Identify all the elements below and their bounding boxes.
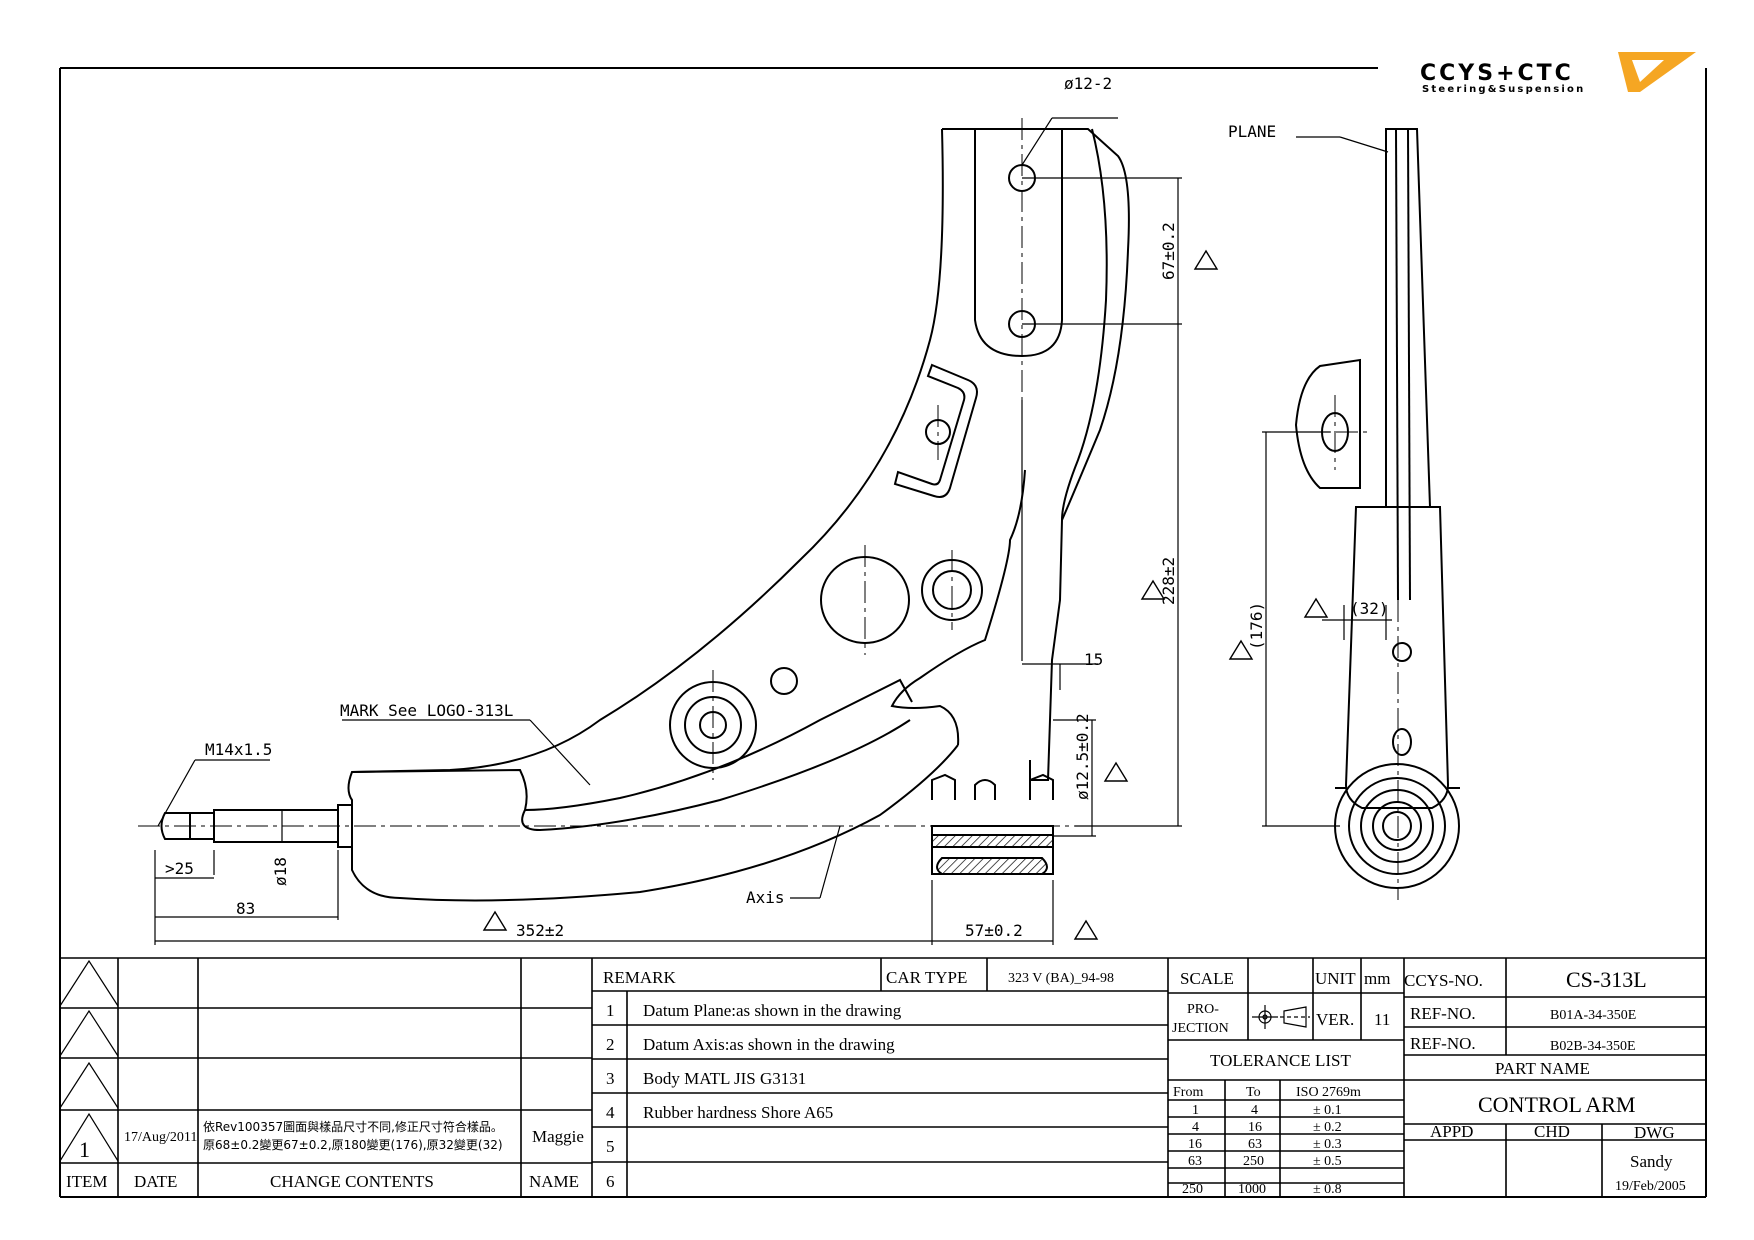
tol-value: ± 0.3 [1313,1137,1342,1152]
tol-from: 63 [1188,1154,1202,1169]
dwg-date: 19/Feb/2005 [1615,1179,1686,1194]
plane-label: PLANE [1228,122,1276,141]
revision-change-line2: 原68±0.2變更67±0.2,原180變更(176),原32變更(32) [203,1137,503,1152]
projection-label-2: JECTION [1172,1021,1229,1036]
tol-to: 63 [1248,1137,1262,1152]
ref-label-1: REF-NO. [1410,1004,1476,1023]
projection-label: PRO- [1187,1002,1219,1017]
mark-note-label: MARK See LOGO-313L [340,701,513,720]
dimension-lines [154,117,1182,945]
dim-15-label: 15 [1084,650,1103,669]
centerlines [138,118,1075,827]
tol-value: ± 0.5 [1313,1154,1342,1169]
tol-header-iso: ISO 2769m [1296,1085,1361,1100]
appd-label: APPD [1430,1122,1473,1141]
tol-value: ± 0.1 [1313,1103,1342,1118]
tol-header-to: To [1246,1085,1261,1100]
company-logo: CCYS+CTC Steering&Suspension [1420,52,1696,95]
tol-to: 4 [1251,1103,1258,1118]
header-date: DATE [134,1172,177,1191]
chd-label: CHD [1534,1122,1570,1141]
ver-value: 11 [1374,1010,1390,1029]
ccys-no-value: CS-313L [1566,967,1647,992]
title-block-texts: REMARK CAR TYPE 323 V (BA)_94-98 1 Datum… [66,967,1686,1197]
dim-32-label: (32) [1350,599,1389,618]
dwg-label: DWG [1634,1123,1675,1142]
remark-label: REMARK [603,968,676,987]
ref-value-1: B01A-34-350E [1550,1008,1636,1023]
header-name: NAME [529,1172,579,1191]
ccys-no-label: CCYS-NO. [1404,971,1483,990]
thread-label: M14x1.5 [205,740,272,759]
tol-from: 4 [1192,1120,1199,1135]
part-name-label: PART NAME [1495,1059,1590,1078]
unit-value: mm [1364,969,1390,988]
remark-no: 5 [606,1137,615,1156]
revision-date: 17/Aug/2011 [124,1130,197,1145]
remark-text: Rubber hardness Shore A65 [643,1103,833,1122]
title-block-grid [59,957,1706,1197]
part-name-value: CONTROL ARM [1478,1092,1635,1117]
logo-name: CCYS+CTC [1420,61,1574,86]
axis-label: Axis [746,888,785,907]
header-item: ITEM [66,1172,108,1191]
remark-text: Datum Plane:as shown in the drawing [643,1001,902,1020]
tol-value: ± 0.2 [1313,1120,1342,1135]
dim-12-5-label: ø12.5±0.2 [1073,713,1092,800]
tol-from: 1 [1192,1103,1199,1118]
dim-228-label: 228±2 [1159,557,1178,605]
remark-text: Body MATL JIS G3131 [643,1069,806,1088]
remark-no: 4 [606,1103,615,1122]
side-dimension-lines [1262,136,1392,827]
dim-25-label: >25 [165,859,194,878]
dim-18-label: ø18 [271,857,290,886]
arm-body-outline [347,128,1130,902]
remark-no: 3 [606,1069,615,1088]
projection-symbol-icon [1252,1005,1310,1029]
revision-name: Maggie [532,1127,584,1146]
hole-diameter-label: ø12-2 [1064,74,1112,93]
logo-swoosh-icon [1618,52,1696,92]
revision-change-line1: 依Rev100357圖面與樣品尺寸不同,修正尺寸符合樣品。 [203,1119,503,1134]
drawn-by: Sandy [1630,1152,1673,1171]
tol-to: 1000 [1238,1182,1266,1197]
datum-triangle-icons [482,249,1329,940]
front-view [160,128,1130,902]
tol-from: 250 [1182,1182,1203,1197]
remark-no: 2 [606,1035,615,1054]
tolerance-title: TOLERANCE LIST [1210,1051,1351,1070]
dim-57-label: 57±0.2 [965,921,1023,940]
scale-label: SCALE [1180,969,1234,988]
ref-value-2: B02B-34-350E [1550,1039,1636,1054]
car-type-value: 323 V (BA)_94-98 [1008,971,1114,986]
dim-352-label: 352±2 [516,921,564,940]
tol-from: 16 [1188,1137,1202,1152]
ref-label-2: REF-NO. [1410,1034,1476,1053]
tol-to: 16 [1248,1120,1262,1135]
tol-to: 250 [1243,1154,1264,1169]
logo-tagline: Steering&Suspension [1422,84,1585,95]
ver-label: VER. [1316,1010,1354,1029]
dim-176-label: (176) [1247,602,1266,650]
dimension-texts: ø12-2 PLANE MARK See LOGO-313L M14x1.5 A… [165,74,1389,940]
revision-item: 1 [79,1137,90,1162]
dim-83-label: 83 [236,899,255,918]
remark-no: 6 [606,1172,615,1191]
dim-67-label: 67±0.2 [1159,222,1178,280]
drawing-border [59,67,1707,1198]
car-type-label: CAR TYPE [886,968,967,987]
remark-text: Datum Axis:as shown in the drawing [643,1035,895,1054]
unit-label: UNIT [1315,969,1356,988]
header-change: CHANGE CONTENTS [270,1172,434,1191]
side-view [1294,128,1460,889]
tol-header-from: From [1173,1085,1203,1100]
tol-value: ± 0.8 [1313,1182,1342,1197]
remark-no: 1 [606,1001,615,1020]
